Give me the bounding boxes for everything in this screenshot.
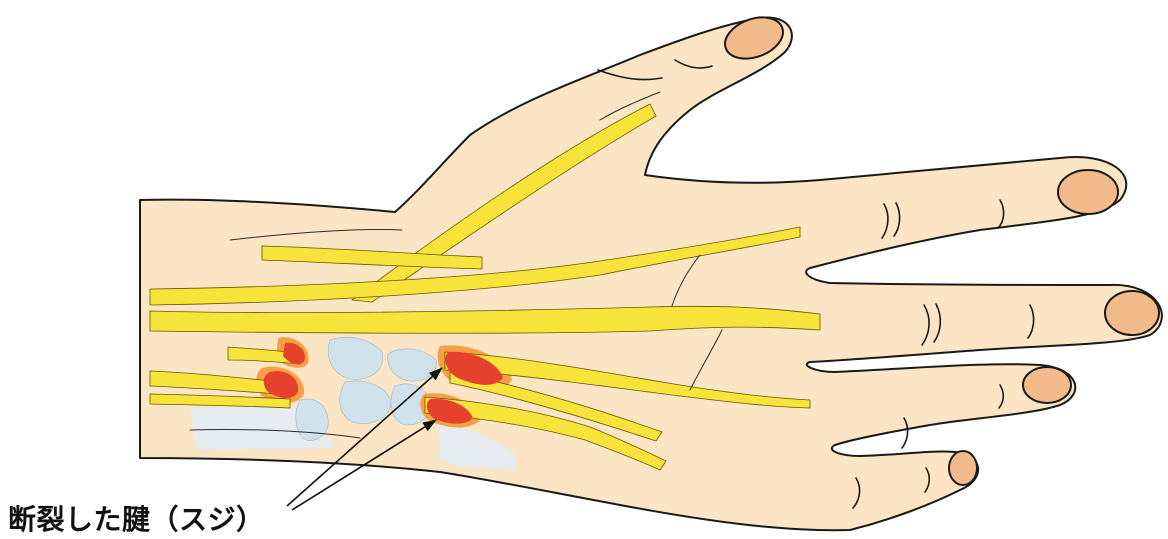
middle-finger-nail: [1105, 291, 1159, 335]
little-finger-nail: [949, 451, 977, 485]
ruptured-tendon-label: 断裂した腱（スジ）: [8, 498, 265, 538]
ring-finger-nail: [1023, 367, 1071, 403]
index-finger-nail: [1058, 170, 1118, 214]
hand-outline: [140, 18, 1162, 531]
